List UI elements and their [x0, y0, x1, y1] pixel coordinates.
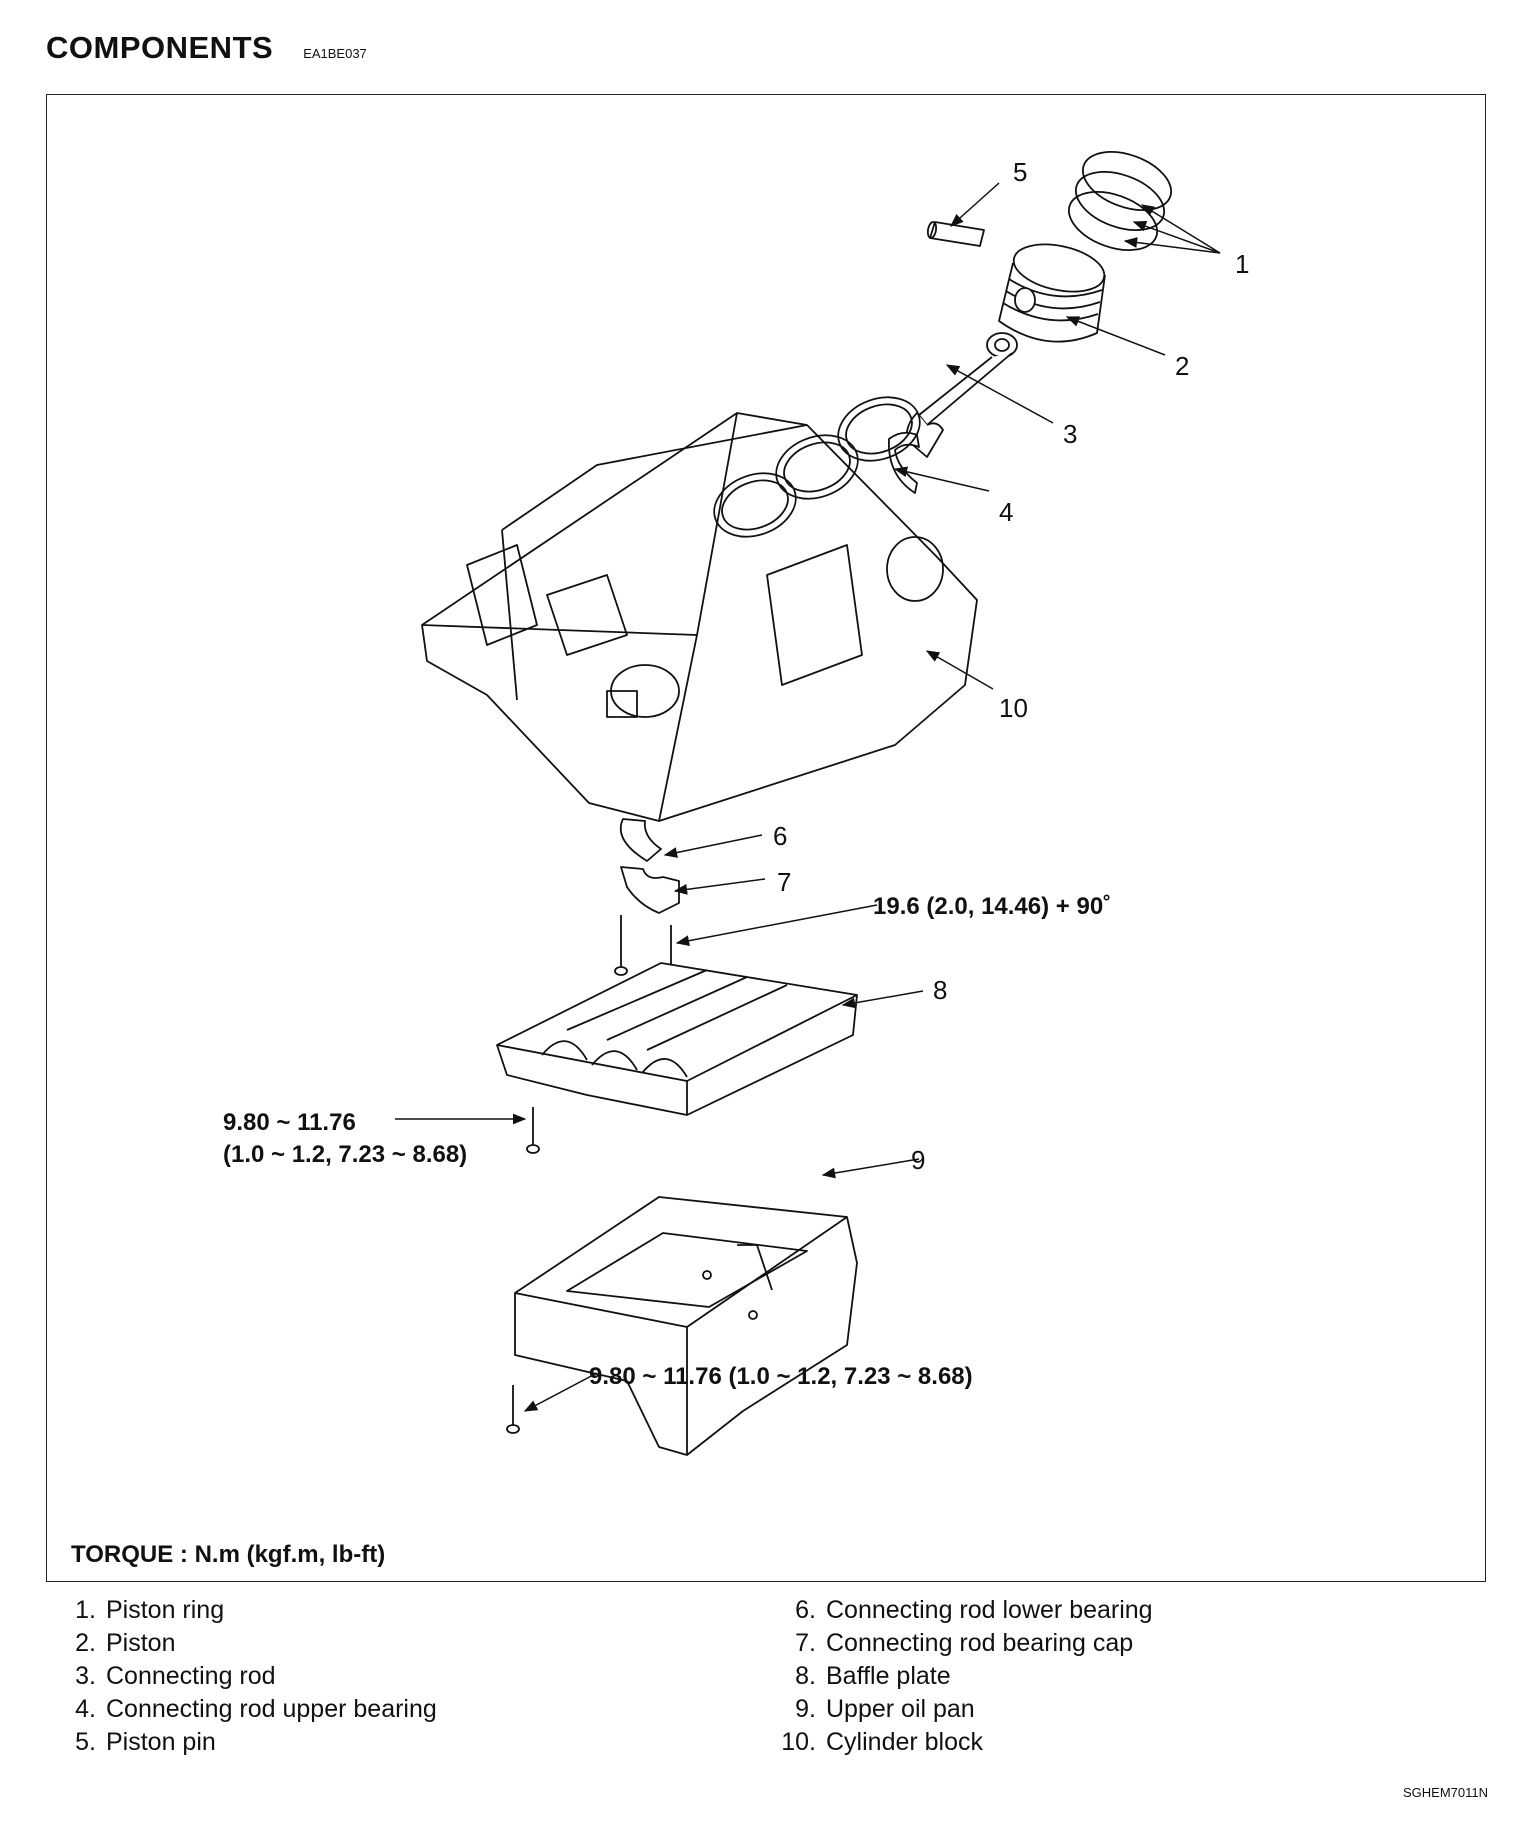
cylinder-block-part: [421, 396, 978, 822]
legend-item: 7.Connecting rod bearing cap: [795, 1629, 1134, 1657]
diagram-frame: 5 1 2 3 4 10 6 7 8 9 19.6 (2.0, 14.46) +…: [46, 94, 1486, 1582]
legend-item: 6.Connecting rod lower bearing: [795, 1596, 1153, 1624]
callout-7: 7: [777, 867, 792, 897]
callout-1: 1: [1235, 249, 1250, 279]
callout-10: 10: [999, 693, 1028, 723]
callout-6: 6: [773, 821, 788, 851]
callout-9: 9: [911, 1145, 926, 1175]
callout-8: 8: [933, 975, 948, 1005]
legend-list-left: 1.Piston ring 2.Piston 3.Connecting rod …: [64, 1594, 437, 1759]
legend-item: 10.Cylinder block: [781, 1728, 984, 1756]
legend-item: 2.Piston: [75, 1629, 176, 1657]
legend-item: 1.Piston ring: [75, 1596, 225, 1624]
piston-ring-part: [1067, 151, 1173, 251]
torque-baffle-bolt-line1: 9.80 ~ 11.76: [223, 1109, 356, 1136]
page-title: COMPONENTS: [46, 30, 274, 65]
callout-5: 5: [1013, 157, 1028, 187]
baffle-plate-part: [496, 962, 858, 1116]
connecting-rod-part: [905, 332, 1018, 458]
exploded-view-drawing: [395, 151, 1221, 1456]
leader-lines: [395, 182, 1221, 1412]
figure-reference: SGHEM7011N: [1402, 1785, 1488, 1800]
oil-pan-part: [514, 1196, 858, 1456]
torque-baffle-bolt-line2: (1.0 ~ 1.2, 7.23 ~ 8.68): [223, 1141, 468, 1168]
piston-part: [998, 243, 1106, 343]
legend-item: 5.Piston pin: [75, 1728, 216, 1756]
legend-item: 8.Baffle plate: [795, 1662, 951, 1690]
torque-oil-pan-bolt: 9.80 ~ 11.76 (1.0 ~ 1.2, 7.23 ~ 8.68): [589, 1363, 973, 1390]
legend-item: 9.Upper oil pan: [795, 1695, 975, 1723]
piston-pin-part: [926, 221, 985, 247]
oil-pan-bolt-part: [506, 1385, 520, 1434]
legend-item: 4.Connecting rod upper bearing: [75, 1695, 437, 1723]
torque-bearing-cap-bolt: 19.6 (2.0, 14.46) + 90˚: [873, 893, 1112, 920]
legend-list-right: 6.Connecting rod lower bearing 7.Connect…: [774, 1594, 1153, 1759]
callout-2: 2: [1175, 351, 1190, 381]
lower-bearing-part: [619, 818, 662, 862]
bearing-cap-part: [620, 866, 680, 914]
upper-bearing-part: [888, 431, 920, 494]
page-header: COMPONENTS EA1BE037: [46, 30, 367, 66]
baffle-bolt-part: [526, 1107, 540, 1154]
callout-4: 4: [999, 497, 1014, 527]
torque-units-note: TORQUE : N.m (kgf.m, lb-ft): [71, 1541, 386, 1568]
legend-item: 3.Connecting rod: [75, 1662, 276, 1690]
section-code: EA1BE037: [303, 46, 367, 61]
callout-3: 3: [1063, 419, 1078, 449]
